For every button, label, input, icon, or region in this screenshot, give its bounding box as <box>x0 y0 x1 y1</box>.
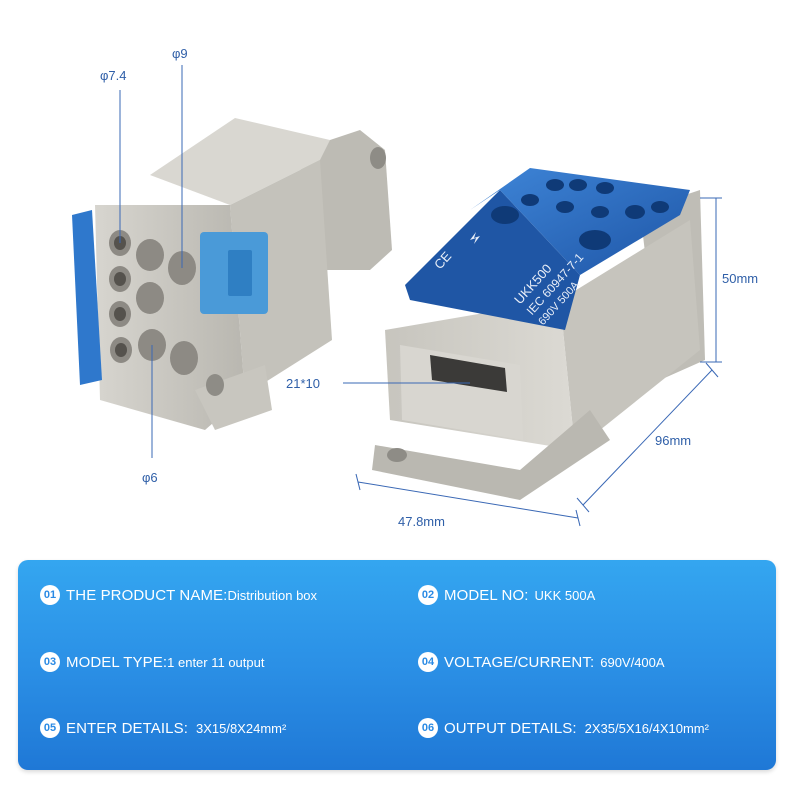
right-distribution-block <box>372 168 705 500</box>
dimension-label-slot: 21*10 <box>286 376 320 391</box>
spec-item-model-type: 03 MODEL TYPE: 1 enter 11 output <box>40 652 264 672</box>
dimension-phi9: φ9 <box>172 46 188 268</box>
spec-label: ENTER DETAILS: <box>66 719 188 737</box>
spec-number: 04 <box>418 652 438 672</box>
spec-item-product-name: 01 THE PRODUCT NAME: Distribution box <box>40 585 317 605</box>
spec-value: 3X15/8X24mm² <box>195 720 287 736</box>
dimension-label-phi6: φ6 <box>142 470 158 485</box>
spec-panel: 01 THE PRODUCT NAME: Distribution box 02… <box>18 560 776 770</box>
spec-label: OUTPUT DETAILS: <box>444 719 577 737</box>
spec-label: MODEL TYPE: <box>66 653 168 671</box>
product-figure: UKK500 IEC 60947-7-1 690V 500A CE φ7.4 φ… <box>72 46 758 529</box>
spec-item-model-no: 02 MODEL NO: UKK 500A <box>418 585 595 605</box>
spec-number: 02 <box>418 585 438 605</box>
spec-item-enter-details: 05 ENTER DETAILS: 3X15/8X24mm² <box>40 718 286 738</box>
spec-item-voltage-current: 04 VOLTAGE/CURRENT: 690V/400A <box>418 652 665 672</box>
spec-number: 01 <box>40 585 60 605</box>
spec-value: UKK 500A <box>534 587 596 603</box>
spec-label: VOLTAGE/CURRENT: <box>444 653 595 671</box>
dimension-height: 50mm <box>700 197 758 363</box>
spec-value: Distribution box <box>227 587 318 603</box>
dimension-label-height: 50mm <box>722 271 758 286</box>
spec-number: 03 <box>40 652 60 672</box>
dimension-depth: 96mm <box>576 362 719 513</box>
spec-value: 690V/400A <box>600 654 665 670</box>
spec-value: 1 enter 11 output <box>167 654 265 670</box>
dimension-slot: 21*10 <box>286 376 470 391</box>
spec-number: 05 <box>40 718 60 738</box>
dimension-phi74: φ7.4 <box>100 68 127 243</box>
dimension-label-depth: 96mm <box>655 433 691 448</box>
spec-label: THE PRODUCT NAME: <box>66 586 228 604</box>
spec-number: 06 <box>418 718 438 738</box>
dimension-label-width: 47.8mm <box>398 514 445 529</box>
lightning-icon <box>470 232 480 244</box>
spec-value: 2X35/5X16/4X10mm² <box>584 720 709 736</box>
dimension-phi6: φ6 <box>142 345 158 485</box>
spec-item-output-details: 06 OUTPUT DETAILS: 2X35/5X16/4X10mm² <box>418 718 709 738</box>
spec-label: MODEL NO: <box>444 586 529 604</box>
dimension-width: 47.8mm <box>355 473 581 529</box>
dimension-label-phi74: φ7.4 <box>100 68 127 83</box>
dimension-label-phi9: φ9 <box>172 46 188 61</box>
